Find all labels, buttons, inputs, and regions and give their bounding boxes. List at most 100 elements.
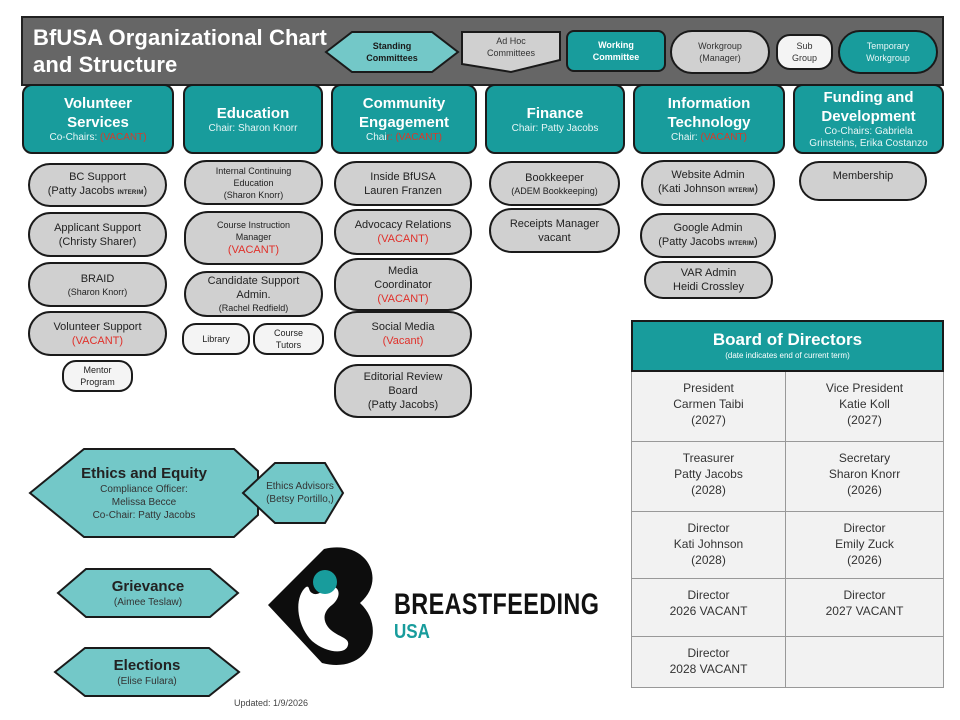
committee-community-engagement[interactable]: Community Engagement Chair: (VACANT) — [331, 84, 477, 154]
board-member-director: Director 2026 VACANT — [632, 579, 786, 637]
subgroup-title: Mentor — [83, 365, 112, 375]
legend-label: Sub — [796, 41, 813, 51]
standing-ethics-equity[interactable]: Ethics and Equity Compliance Officer: Me… — [28, 447, 260, 539]
workgroup-title: VAR Admin — [680, 267, 737, 279]
subgroup-mentor-program[interactable]: Mentor Program — [62, 360, 133, 392]
committee-chair: Co-Chairs: (VACANT) — [49, 132, 146, 144]
committee-name: Volunteer — [63, 95, 133, 112]
workgroup-editorial-review-board[interactable]: Editorial Review Board (Patty Jacobs) — [334, 364, 472, 418]
workgroup-title: Membership — [832, 170, 894, 182]
standing-grievance[interactable]: Grievance (Aimee Teslaw) — [56, 567, 240, 619]
board-name: Katie Koll — [839, 397, 890, 411]
committee-name: Finance — [526, 104, 584, 122]
standing-title: Ethics Advisors — [266, 481, 334, 492]
workgroup-title: Internal Continuing — [215, 165, 292, 176]
board-name: 2028 VACANT — [669, 662, 748, 676]
breastfeeding-usa-logo-mark — [266, 545, 382, 669]
workgroup-braid[interactable]: BRAID (Sharon Knorr) — [28, 262, 167, 307]
committee-name: Services — [67, 114, 129, 131]
board-term: (2027) — [691, 413, 726, 427]
legend-label: Working — [598, 40, 634, 50]
committee-chair: Chair: Sharon Knorr — [208, 122, 298, 134]
workgroup-title: Social Media — [371, 321, 435, 333]
board-name: Patty Jacobs — [674, 467, 743, 481]
legend-workgroup-manager: Workgroup (Manager) — [670, 30, 770, 74]
committee-volunteer-services[interactable]: Volunteer Services Co-Chairs: (VACANT) — [22, 84, 174, 154]
workgroup-title: Board — [388, 385, 418, 397]
committee-name: Community — [362, 95, 446, 112]
workgroup-title: Editorial Review — [363, 371, 443, 383]
standing-person: (Betsy Portillo,) — [266, 494, 334, 505]
workgroup-person: (ADEM Bookkeeping) — [511, 185, 598, 196]
workgroup-bc-support[interactable]: BC Support (Patty Jacobs INTERIM) — [28, 163, 167, 207]
person-name: (Patty Jacobs — [47, 185, 118, 197]
title-line-1: BfUSA Organizational Chart — [33, 25, 327, 50]
board-role: Director — [687, 521, 730, 535]
workgroup-advocacy-relations[interactable]: Advocacy Relations (VACANT) — [334, 209, 472, 255]
workgroup-inside-bfusa[interactable]: Inside BfUSA Lauren Franzen — [334, 161, 472, 206]
workgroup-person: (Patty Jacobs INTERIM) — [658, 235, 757, 251]
paren: ) — [754, 235, 758, 248]
subgroup-library[interactable]: Library — [182, 323, 250, 355]
vacant-label: (VACANT) — [71, 334, 124, 347]
workgroup-title: Inside BfUSA — [370, 170, 436, 183]
workgroup-receipts-manager[interactable]: Receipts Manager vacant — [489, 208, 620, 253]
workgroup-applicant-support[interactable]: Applicant Support (Christy Sharer) — [28, 212, 167, 257]
board-of-directors: Board of Directors (date indicates end o… — [631, 320, 944, 688]
board-role: Director — [843, 521, 886, 535]
workgroup-candidate-support-admin[interactable]: Candidate Support Admin. (Rachel Redfiel… — [184, 271, 323, 317]
committee-education[interactable]: Education Chair: Sharon Knorr — [183, 84, 323, 154]
workgroup-course-instruction-manager[interactable]: Course Instruction Manager (VACANT) — [184, 211, 323, 265]
subgroup-course-tutors[interactable]: Course Tutors — [253, 323, 324, 355]
legend-label: Temporary — [866, 41, 910, 51]
legend-label: Committees — [366, 53, 418, 63]
workgroup-bookkeeper[interactable]: Bookkeeper (ADEM Bookkeeping) — [489, 161, 620, 206]
workgroup-google-admin[interactable]: Google Admin (Patty Jacobs INTERIM) — [640, 213, 776, 258]
vacant-label: (VACANT) — [100, 132, 147, 143]
legend-label: Workgroup — [866, 53, 910, 63]
board-term: (2026) — [847, 483, 882, 497]
workgroup-var-admin[interactable]: VAR Admin Heidi Crossley — [644, 261, 773, 299]
interim-tag: INTERIM — [727, 240, 755, 247]
legend-label: Committees — [486, 48, 535, 58]
interim-tag: INTERIM — [117, 190, 144, 196]
committee-chair: Chair: (VACANT) — [366, 132, 442, 144]
workgroup-membership[interactable]: Membership — [799, 161, 927, 201]
workgroup-website-admin[interactable]: Website Admin (Kati Johnson INTERIM) — [641, 160, 775, 206]
committee-name: Engagement — [358, 114, 449, 131]
board-name: 2026 VACANT — [669, 604, 748, 618]
legend-label: Committee — [592, 52, 640, 62]
workgroup-title: BC Support — [69, 171, 126, 183]
standing-ethics-advisors[interactable]: Ethics Advisors (Betsy Portillo,) — [241, 461, 345, 525]
standing-person: Melissa Becce — [111, 496, 177, 508]
person-name: (Patty Jacobs — [658, 235, 728, 248]
legend-working-committee: Working Committee — [566, 30, 666, 72]
chair-label: Chai — [366, 132, 387, 143]
board-role: Director — [687, 588, 730, 602]
workgroup-social-media[interactable]: Social Media (Vacant) — [334, 311, 472, 357]
paren: ) — [754, 183, 759, 195]
workgroup-title: Applicant Support — [54, 221, 141, 234]
title-line-2: and Structure — [33, 52, 178, 77]
workgroup-media-coordinator[interactable]: Media Coordinator (VACANT) — [334, 258, 472, 311]
committee-information-technology[interactable]: Information Technology Chair: (VACANT) — [633, 84, 785, 154]
standing-elections[interactable]: Elections (Elise Fulara) — [53, 646, 241, 698]
updated-date: Updated: 1/9/2026 — [234, 698, 309, 708]
committee-funding-development[interactable]: Funding and Development Co-Chairs: Gabri… — [793, 84, 944, 154]
board-role: Director — [687, 646, 730, 660]
committee-finance[interactable]: Finance Chair: Patty Jacobs — [485, 84, 625, 154]
workgroup-internal-continuing-education[interactable]: Internal Continuing Education (Sharon Kn… — [184, 160, 323, 205]
chair-label: Co-Chairs: — [49, 132, 101, 143]
vacant-label: (VACANT) — [377, 233, 429, 245]
board-name: Emily Zuck — [835, 537, 894, 551]
workgroup-volunteer-support[interactable]: Volunteer Support (VACANT) — [28, 311, 167, 356]
standing-person: (Aimee Teslaw) — [113, 596, 183, 608]
committee-chair: Grinsteins, Erika Costanzo — [809, 138, 928, 149]
workgroup-title: Volunteer Support — [53, 320, 142, 333]
subgroup-title: Tutors — [275, 340, 302, 350]
standing-title: Ethics and Equity — [81, 464, 207, 482]
